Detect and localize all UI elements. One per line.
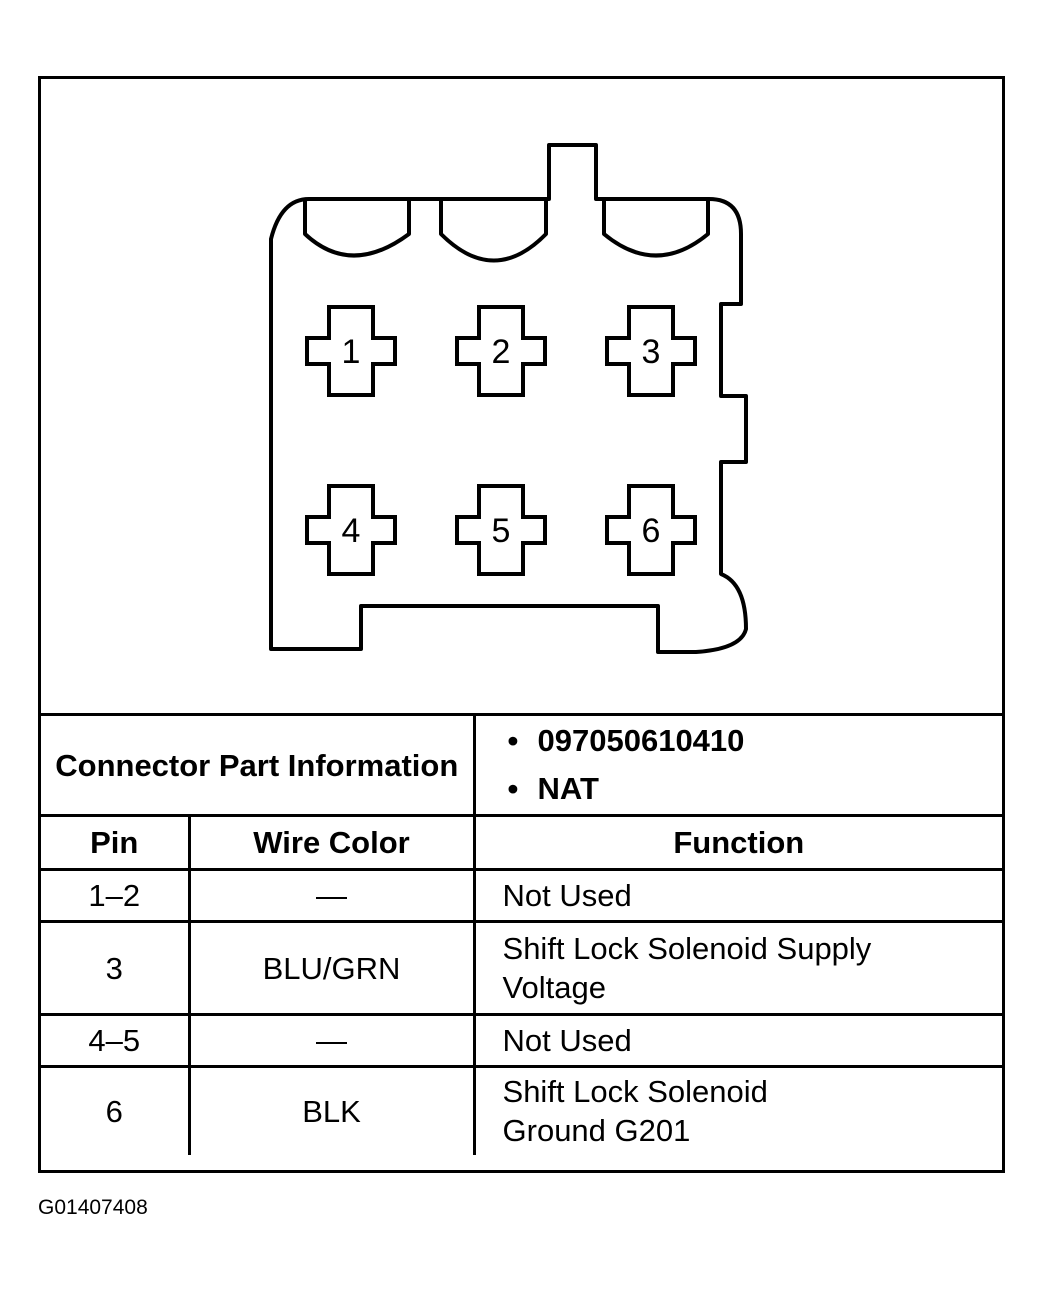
table-row: 3 BLU/GRN Shift Lock Solenoid Supply Vol… — [41, 920, 1003, 1016]
table-row: 4–5 — Not Used — [41, 1013, 1003, 1068]
latch-cavity — [303, 201, 411, 258]
pin-cell: 6 — [41, 1065, 191, 1155]
pin-cell: 3 — [41, 920, 191, 1016]
pin-number-label: 3 — [642, 333, 661, 371]
part-info-label: Connector Part Information — [41, 713, 476, 817]
table-row: 1–2 — Not Used — [41, 868, 1003, 923]
table-row: 6 BLK Shift Lock Solenoid Ground G201 — [41, 1065, 1003, 1155]
wire-color-cell: BLK — [187, 1065, 476, 1155]
wire-color-cell: BLU/GRN — [187, 920, 476, 1016]
part-info-row: Connector Part Information 097050610410 … — [41, 713, 1003, 817]
part-number: 097050610410 — [508, 717, 1003, 765]
wire-color-cell: — — [187, 1013, 476, 1068]
pin-terminal-1: 1 — [305, 305, 397, 397]
function-cell: Not Used — [472, 1013, 1003, 1068]
header-wire-color: Wire Color — [187, 814, 476, 871]
pin-number-label: 5 — [492, 512, 511, 550]
pin-number-label: 1 — [342, 333, 361, 371]
connector-face-diagram: 1 2 3 4 5 6 — [269, 143, 748, 654]
connector-housing — [269, 143, 748, 654]
part-family: NAT — [508, 765, 1003, 813]
pin-cavity — [605, 305, 697, 397]
pin-terminal-2: 2 — [455, 305, 547, 397]
pin-cell: 1–2 — [41, 868, 191, 923]
latch-cavity — [439, 201, 548, 263]
pin-number-label: 4 — [342, 512, 361, 550]
header-pin: Pin — [41, 814, 191, 871]
figure-id: G01407408 — [38, 1196, 148, 1219]
table-header-row: Pin Wire Color Function — [41, 814, 1003, 871]
function-cell: Not Used — [472, 868, 1003, 923]
pin-terminal-4: 4 — [305, 484, 397, 576]
pin-number-label: 2 — [492, 333, 511, 371]
pin-terminal-6: 6 — [605, 484, 697, 576]
latch-cavity — [602, 201, 710, 258]
pin-cavity — [605, 484, 697, 576]
connector-info-table: Connector Part Information 097050610410 … — [41, 713, 1003, 1155]
diagram-frame: 1 2 3 4 5 6 Connector Part Information 097050… — [38, 76, 1005, 1173]
header-function: Function — [472, 814, 1003, 871]
wire-color-cell: — — [187, 868, 476, 923]
pin-cavity — [455, 484, 547, 576]
part-info-values: 097050610410 NAT — [472, 713, 1003, 817]
pin-number-label: 6 — [642, 512, 661, 550]
pin-cavity — [305, 305, 397, 397]
pin-terminal-3: 3 — [605, 305, 697, 397]
function-cell: Shift Lock Solenoid Supply Voltage — [472, 920, 1003, 1016]
pin-cell: 4–5 — [41, 1013, 191, 1068]
pin-terminal-5: 5 — [455, 484, 547, 576]
pin-cavity — [305, 484, 397, 576]
pin-cavity — [455, 305, 547, 397]
function-cell: Shift Lock Solenoid Ground G201 — [472, 1065, 1003, 1155]
